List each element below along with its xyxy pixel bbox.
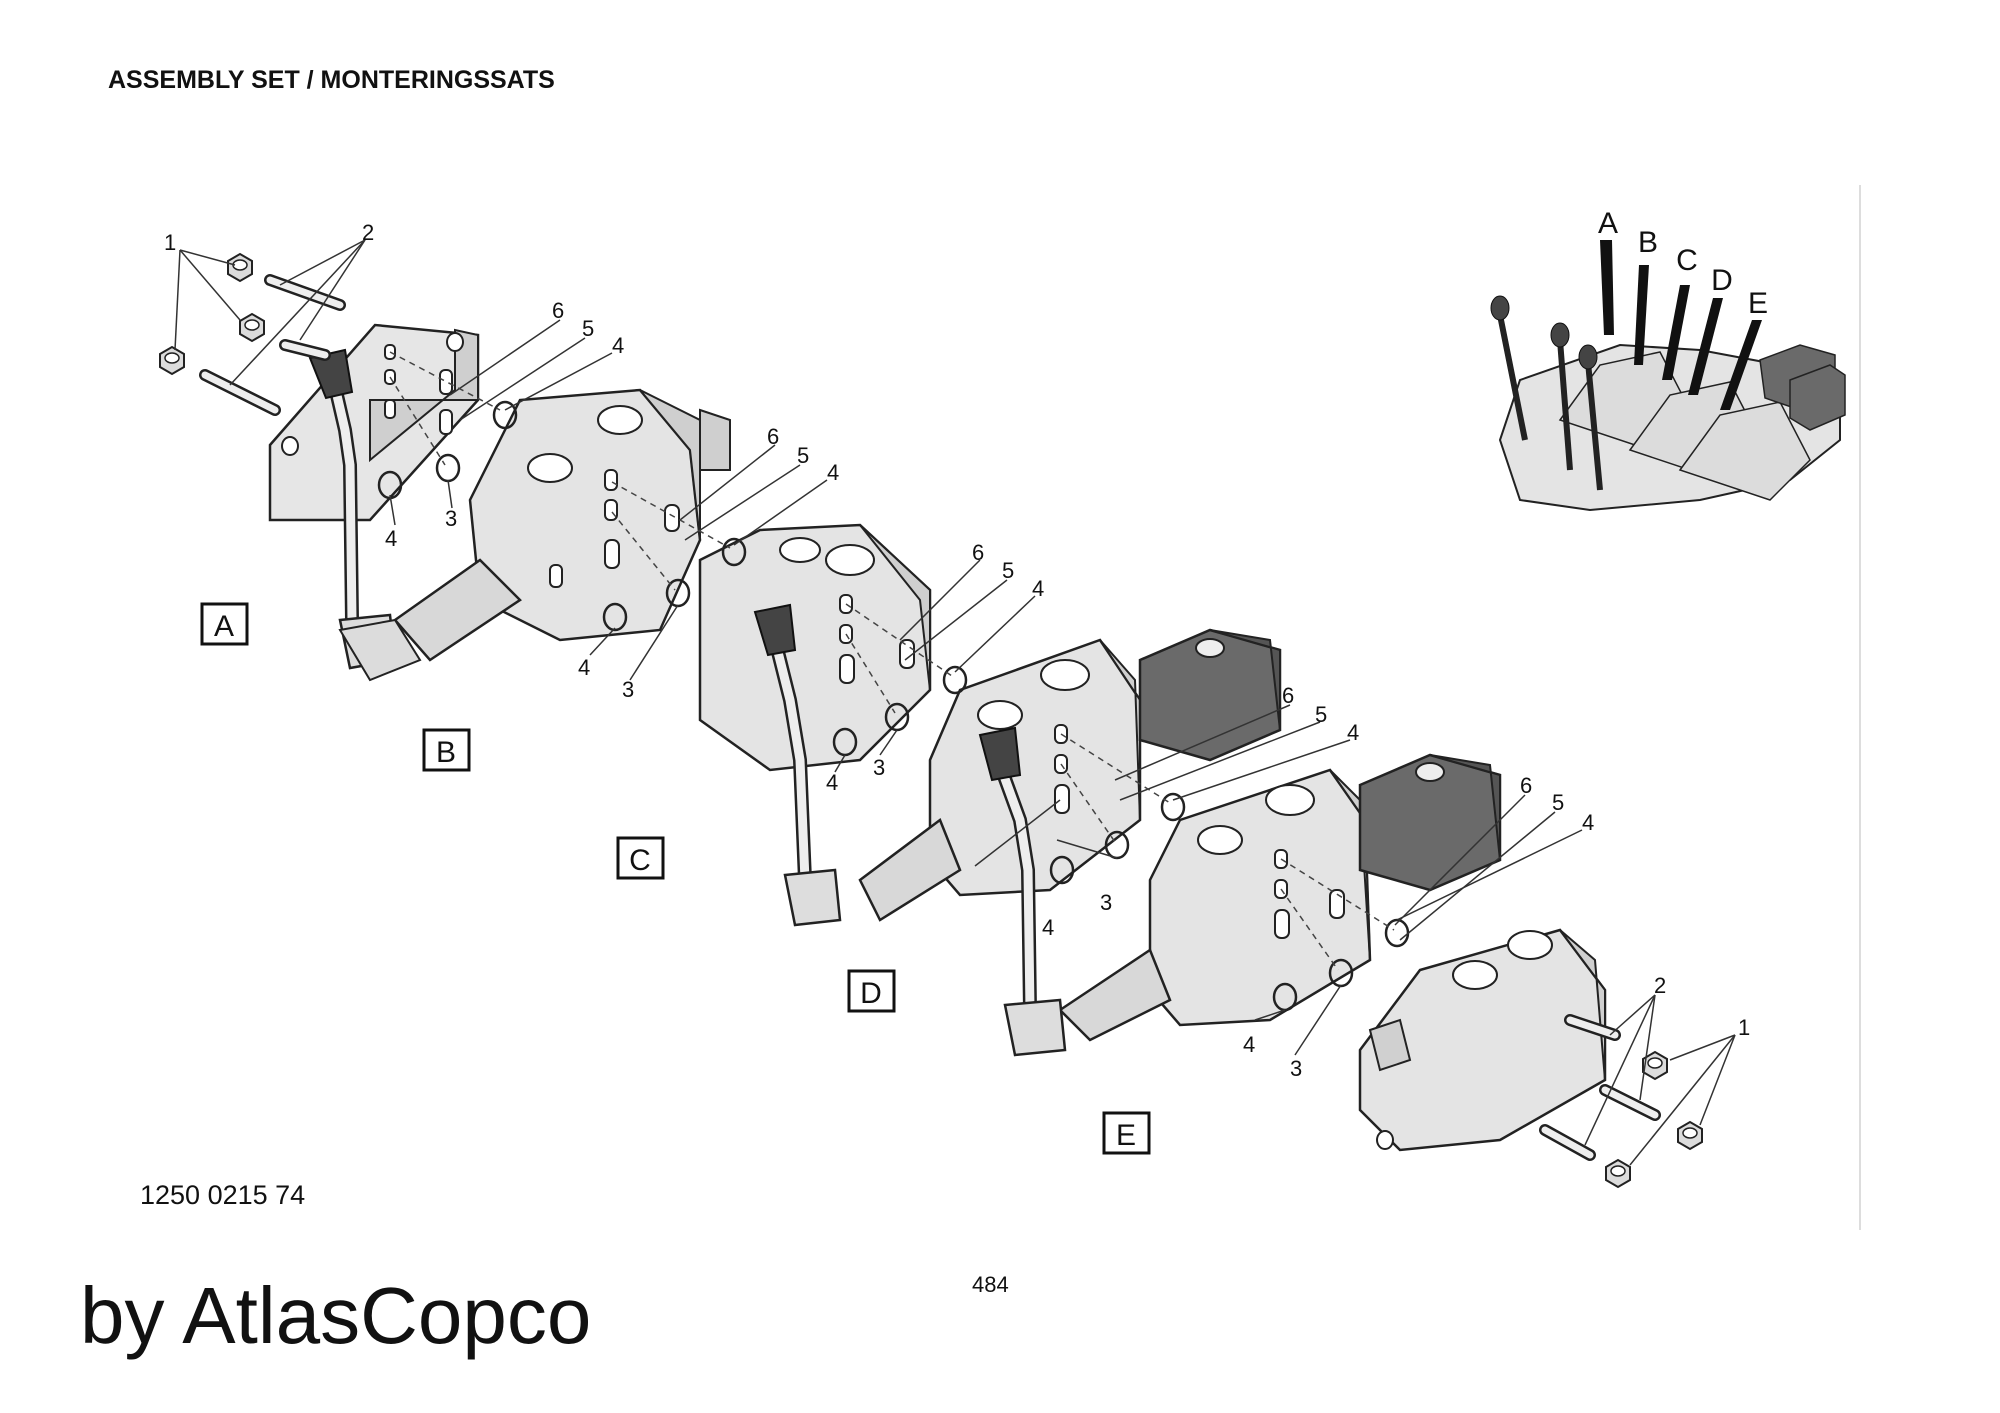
callout-2: 2 — [1654, 973, 1666, 998]
callout-6: 6 — [1520, 773, 1532, 798]
callout-3: 3 — [445, 506, 457, 531]
callout-6: 6 — [552, 298, 564, 323]
section-label-c: C — [629, 844, 651, 877]
callout-4: 4 — [578, 655, 590, 680]
callout-2: 2 — [362, 220, 374, 245]
callout-6: 6 — [767, 424, 779, 449]
callout-4: 4 — [827, 460, 839, 485]
callout-1: 1 — [164, 230, 176, 255]
callout-4: 4 — [1032, 576, 1044, 601]
callout-6: 6 — [972, 540, 984, 565]
callout-5: 5 — [1552, 790, 1564, 815]
inset-label-e: E — [1748, 287, 1768, 320]
callout-5: 5 — [1002, 558, 1014, 583]
section-label-a: A — [214, 610, 234, 643]
end-plate-outlet — [1358, 928, 1703, 1188]
studs-a — [159, 253, 346, 416]
page-number: 484 — [972, 1272, 1009, 1297]
callout-5: 5 — [582, 316, 594, 341]
callout-5: 5 — [1315, 702, 1327, 727]
callout-4: 4 — [1243, 1032, 1255, 1057]
part-number: 1250 0215 74 — [140, 1180, 306, 1210]
inset-label-d: D — [1711, 264, 1733, 297]
leader-lines — [174, 239, 1736, 1166]
callout-3: 3 — [622, 677, 634, 702]
callout-4: 4 — [385, 526, 397, 551]
callout-4: 4 — [1582, 810, 1594, 835]
page-title: ASSEMBLY SET / MONTERINGSSATS — [108, 66, 555, 94]
callout-3: 3 — [1290, 1056, 1302, 1081]
inset-label-a: A — [1598, 207, 1618, 240]
section-boxes: A B C D E — [200, 602, 1151, 1155]
inset-overview: A B C D E — [1490, 185, 1861, 1230]
callout-4: 4 — [612, 333, 624, 358]
section-label-b: B — [436, 736, 456, 769]
inset-label-b: B — [1638, 226, 1658, 259]
callout-numbers: 1 2 6 5 4 4 3 6 5 4 4 3 6 5 4 4 3 4 3 6 … — [164, 220, 1750, 1081]
valve-section-c — [698, 523, 932, 772]
callout-1: 1 — [1738, 1015, 1750, 1040]
valve-section-e — [1058, 753, 1502, 1042]
lever-c — [753, 603, 842, 927]
section-label-d: D — [860, 977, 882, 1010]
callout-4: 4 — [826, 770, 838, 795]
valve-section-d — [858, 628, 1282, 922]
callout-4: 4 — [1347, 720, 1359, 745]
inset-label-c: C — [1676, 244, 1698, 277]
callout-5: 5 — [797, 443, 809, 468]
section-label-e: E — [1116, 1119, 1136, 1152]
watermark: by AtlasCopco — [80, 1271, 592, 1360]
callout-3: 3 — [1100, 890, 1112, 915]
lever-e — [978, 726, 1067, 1057]
callout-6: 6 — [1282, 683, 1294, 708]
alignment-dashes — [389, 351, 1395, 971]
valve-section-b — [338, 388, 731, 682]
callout-4: 4 — [1042, 915, 1054, 940]
callout-3: 3 — [873, 755, 885, 780]
